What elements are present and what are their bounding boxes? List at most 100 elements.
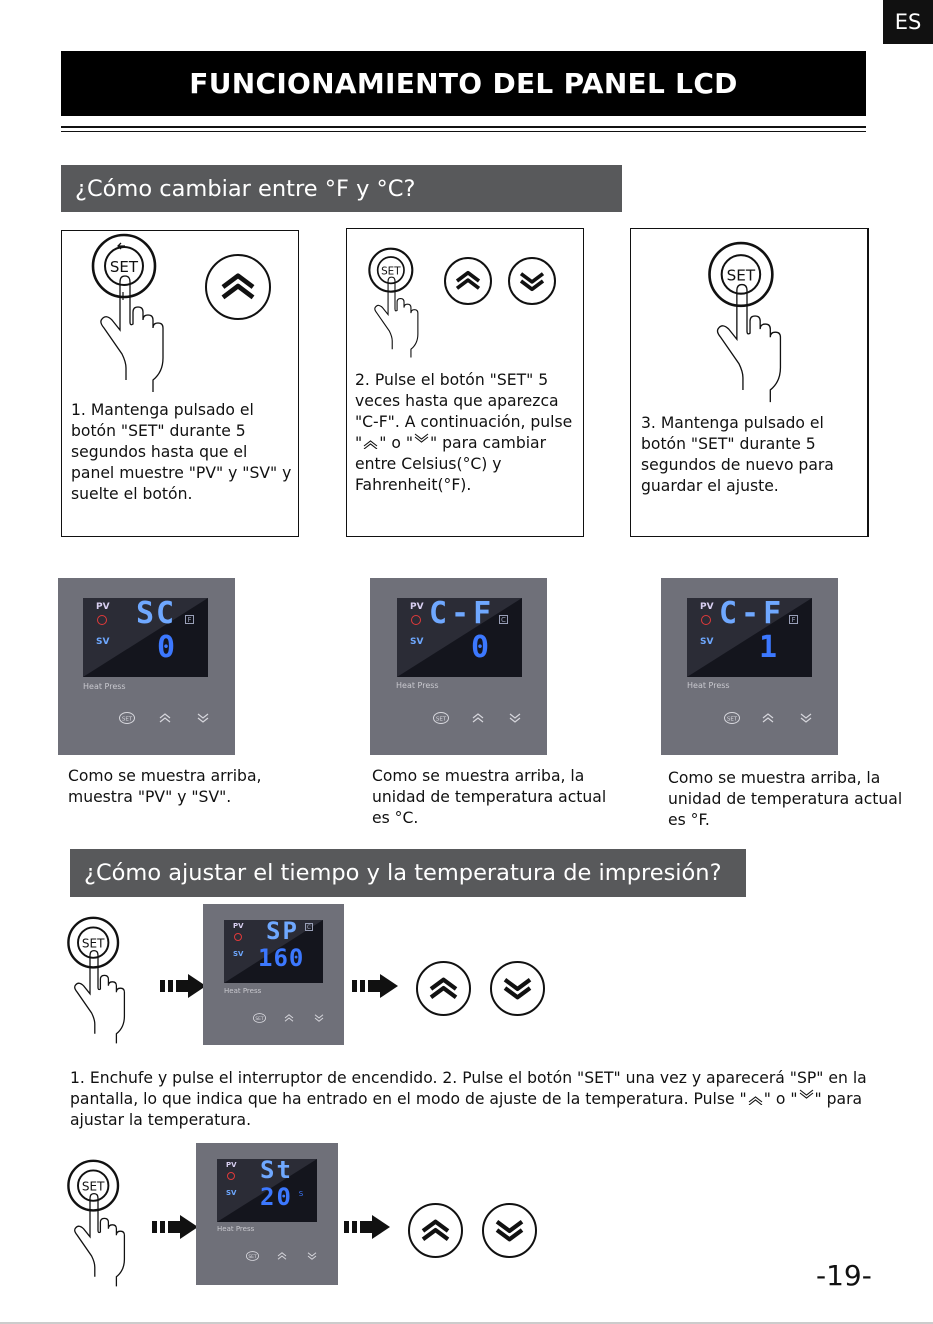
sv-label: SV bbox=[700, 637, 714, 647]
right-arrow-icon bbox=[344, 1215, 390, 1239]
lcd-screen: PV SV C-F 1 F bbox=[687, 598, 812, 677]
set-button-hand-icon: SET bbox=[66, 1159, 130, 1287]
mode-icon bbox=[701, 615, 711, 625]
set-label: SET bbox=[381, 265, 401, 277]
brand-label: Heat Press bbox=[83, 682, 126, 691]
step-2-text-part: " o " bbox=[379, 434, 413, 452]
lcd-bottom-value: 20 bbox=[260, 1183, 293, 1211]
up-button-icon bbox=[444, 257, 492, 305]
panel-down-icon bbox=[197, 713, 209, 723]
pv-label: PV bbox=[233, 922, 244, 930]
down-button-icon bbox=[482, 1203, 537, 1258]
section-title-time-temp: ¿Cómo ajustar el tiempo y la temperatura… bbox=[70, 849, 746, 897]
panel-up-icon bbox=[284, 1014, 294, 1022]
paragraph-part: " para ajustar la temperatura. bbox=[70, 1090, 863, 1129]
right-arrow-icon bbox=[160, 974, 206, 998]
lcd-screen: PV SV SP 160 C bbox=[224, 920, 323, 983]
unit-indicator: C bbox=[305, 923, 313, 931]
up-button-icon bbox=[416, 961, 471, 1016]
up-button-icon bbox=[205, 254, 271, 320]
section-2-paragraph: 1. Enchufe y pulse el interruptor de enc… bbox=[70, 1068, 885, 1131]
sv-label: SV bbox=[96, 637, 110, 647]
svg-text:SET: SET bbox=[255, 1016, 264, 1022]
panel-1-caption: Como se muestra arriba, muestra "PV" y "… bbox=[68, 767, 262, 806]
brand-label: Heat Press bbox=[396, 681, 439, 690]
language-tab: ES bbox=[883, 0, 933, 44]
down-button-icon bbox=[490, 961, 545, 1016]
unit-indicator: C bbox=[499, 615, 508, 624]
pv-label: PV bbox=[410, 602, 424, 612]
lcd-top-value: C-F bbox=[429, 598, 496, 631]
lcd-bottom-value: 0 bbox=[471, 630, 492, 665]
unit-indicator: F bbox=[185, 615, 194, 624]
lcd-top-value: SC bbox=[136, 598, 177, 631]
panel-2-caption: Como se muestra arriba, la unidad de tem… bbox=[372, 767, 607, 827]
set-label: SET bbox=[82, 1179, 105, 1193]
bottom-divider bbox=[0, 1322, 933, 1324]
panel-up-icon bbox=[472, 713, 484, 723]
lcd-top-value: St bbox=[260, 1159, 293, 1184]
panel-up-icon bbox=[159, 713, 171, 723]
set-label: SET bbox=[727, 267, 756, 285]
step-3-text: 3. Mantenga pulsado el botón "SET" duran… bbox=[641, 414, 834, 495]
set-button-hand-icon: SET bbox=[367, 247, 423, 358]
svg-text:SET: SET bbox=[248, 1254, 257, 1260]
mode-icon bbox=[234, 933, 242, 941]
mode-icon bbox=[411, 615, 421, 625]
up-button-icon bbox=[408, 1203, 463, 1258]
page-title: FUNCIONAMIENTO DEL PANEL LCD bbox=[61, 51, 866, 116]
divider bbox=[61, 131, 866, 132]
lcd-top-value: SP bbox=[266, 920, 299, 945]
svg-text:SET: SET bbox=[122, 717, 133, 723]
down-chevron-icon bbox=[414, 433, 429, 443]
sv-label: SV bbox=[410, 637, 424, 647]
paragraph-part: " o " bbox=[763, 1090, 798, 1108]
panel-down-icon bbox=[307, 1252, 317, 1260]
panel-down-icon bbox=[509, 713, 521, 723]
panel-set-icon: SET bbox=[724, 712, 740, 724]
step-1-text: 1. Mantenga pulsado el botón "SET" duran… bbox=[71, 401, 292, 503]
unit-indicator: S bbox=[298, 1190, 304, 1198]
lcd-screen: PV SV C-F 0 C bbox=[397, 598, 522, 677]
lcd-bottom-value: 1 bbox=[759, 630, 780, 665]
panel-set-icon: SET bbox=[433, 712, 449, 724]
page-number: -19- bbox=[816, 1259, 872, 1292]
right-arrow-icon bbox=[152, 1215, 198, 1239]
step-2-text-part: " para cambiar entre Celsius(°C) y Fahre… bbox=[355, 434, 547, 494]
brand-label: Heat Press bbox=[224, 987, 262, 995]
divider bbox=[61, 126, 866, 128]
mode-icon bbox=[97, 615, 107, 625]
lcd-panel-st: PV SV St 20 S Heat Press SET bbox=[196, 1143, 338, 1285]
panel-down-icon bbox=[800, 713, 812, 723]
panel-set-icon: SET bbox=[246, 1251, 259, 1261]
up-chevron-icon bbox=[363, 439, 378, 449]
lcd-panel-3: PV SV C-F 1 F Heat Press SET bbox=[661, 578, 838, 755]
sv-label: SV bbox=[226, 1189, 237, 1197]
lcd-screen: PV SV St 20 S bbox=[217, 1159, 317, 1222]
lcd-bottom-value: 160 bbox=[258, 944, 305, 972]
set-button-hand-icon: SET bbox=[705, 241, 789, 403]
svg-text:SET: SET bbox=[436, 717, 447, 723]
unit-indicator: F bbox=[789, 615, 798, 624]
panel-up-icon bbox=[762, 713, 774, 723]
lcd-panel-1: PV SV SC 0 F Heat Press SET bbox=[58, 578, 235, 755]
lcd-bottom-value: 0 bbox=[157, 630, 178, 665]
sv-label: SV bbox=[233, 950, 244, 958]
step-2-text: 2. Pulse el botón "SET" 5 veces hasta qu… bbox=[355, 370, 579, 496]
down-button-icon bbox=[508, 257, 556, 305]
svg-text:SET: SET bbox=[727, 717, 738, 723]
panel-set-icon: SET bbox=[253, 1013, 266, 1023]
panel-set-icon: SET bbox=[119, 712, 135, 724]
pv-label: PV bbox=[96, 602, 110, 612]
section-title-units: ¿Cómo cambiar entre °F y °C? bbox=[61, 165, 622, 212]
set-button-hand-icon: SET bbox=[90, 233, 170, 392]
set-label: SET bbox=[110, 258, 139, 276]
panel-up-icon bbox=[277, 1252, 287, 1260]
up-chevron-icon bbox=[748, 1095, 763, 1105]
pv-label: PV bbox=[226, 1161, 237, 1169]
panel-down-icon bbox=[314, 1014, 324, 1022]
lcd-panel-sp: PV SV SP 160 C Heat Press SET bbox=[203, 904, 344, 1045]
right-arrow-icon bbox=[352, 974, 398, 998]
lcd-panel-2: PV SV C-F 0 C Heat Press SET bbox=[370, 578, 547, 755]
panel-3-caption: Como se muestra arriba, la unidad de tem… bbox=[668, 769, 903, 829]
